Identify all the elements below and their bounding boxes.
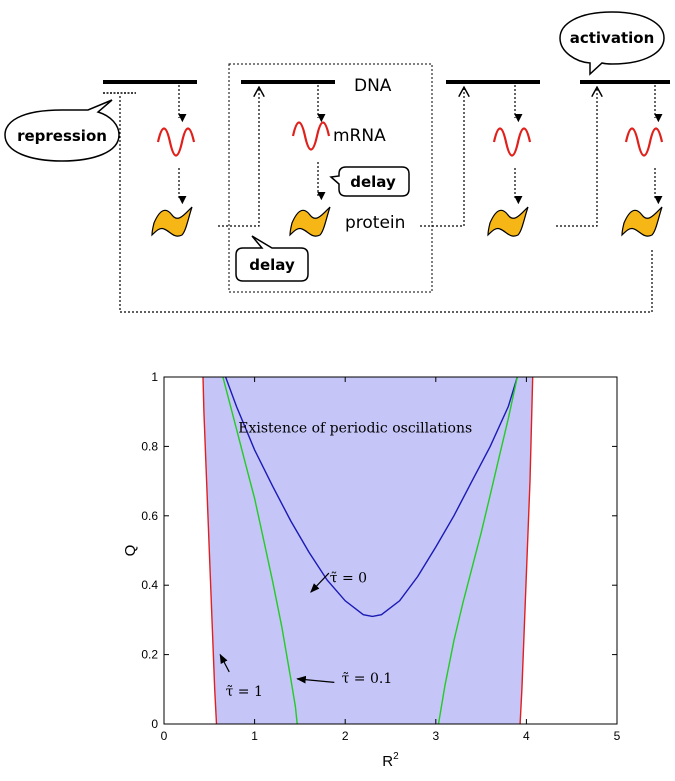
curve-series-0-branch-0 — [224, 376, 518, 618]
mrna-wave-3 — [492, 127, 532, 157]
repression-bubble: repression — [4, 99, 120, 162]
activation-label: activation — [570, 29, 655, 47]
protein-shape-3 — [487, 206, 529, 237]
annotation-arrow — [296, 675, 335, 684]
delay-top-label: delay — [350, 173, 396, 191]
x-tick-label: 1 — [251, 729, 258, 743]
curve-series-1-branch-1 — [437, 376, 518, 725]
protein-shape-2 — [289, 206, 331, 237]
curve-series-2-branch-1 — [519, 376, 534, 725]
protein-label: protein — [345, 213, 405, 233]
phase-diagram-chart: 0 1 2 3 4 5 0 0.2 0.4 0.6 0.8 1 Existence of perio… — [122, 370, 621, 770]
y-tick-label: 1 — [151, 370, 158, 384]
oscillation-region — [202, 377, 533, 724]
annotation-arrow — [310, 572, 330, 593]
curve-series-2-branch-0 — [202, 376, 218, 725]
mrna-wave-2 — [291, 121, 331, 151]
delay-bottom-label: delay — [249, 256, 295, 274]
x-tick-label: 5 — [614, 729, 621, 743]
y-tick-label: 0.4 — [141, 578, 158, 592]
gene-network-diagram: DNA mRNA protein repr — [4, 11, 670, 313]
delay-callout-top: delay — [329, 166, 410, 197]
mrna-wave-1 — [156, 127, 196, 157]
y-tick-label: 0.6 — [141, 509, 158, 523]
x-axis-label: R2 — [382, 751, 399, 770]
regulation-line-2-3 — [420, 88, 464, 227]
repression-label: repression — [17, 127, 107, 145]
regulation-line-1-2 — [218, 88, 259, 227]
mrna-label: mRNA — [333, 126, 386, 146]
y-tick-label: 0.2 — [141, 648, 158, 662]
mrna-wave-4 — [624, 127, 664, 157]
x-tick-label: 4 — [523, 729, 530, 743]
annotation-label: τ̃ = 1 — [226, 684, 263, 700]
regulation-line-3-4 — [556, 88, 597, 227]
region-label: Existence of periodic oscillations — [238, 421, 472, 437]
x-tick-label: 3 — [432, 729, 439, 743]
central-gene-box — [228, 63, 433, 293]
curve-series-1-branch-0 — [222, 376, 298, 725]
activation-bubble: activation — [559, 11, 665, 76]
plot-frame — [163, 376, 618, 725]
x-tick-label: 2 — [342, 729, 349, 743]
delay-callout-bottom: delay — [235, 235, 309, 282]
feedback-repression-loop — [119, 95, 653, 313]
y-tick-label: 0 — [151, 717, 158, 731]
protein-shape-1 — [151, 206, 193, 237]
y-axis-label: Q — [122, 545, 139, 557]
protein-shape-4 — [621, 206, 663, 237]
annotation-arrow — [219, 653, 230, 673]
annotation-label: τ̃ = 0 — [330, 570, 367, 586]
x-tick-label: 0 — [161, 729, 168, 743]
annotation-label: τ̃ = 0.1 — [342, 671, 393, 687]
y-tick-label: 0.8 — [141, 439, 158, 453]
dna-label: DNA — [354, 76, 392, 96]
